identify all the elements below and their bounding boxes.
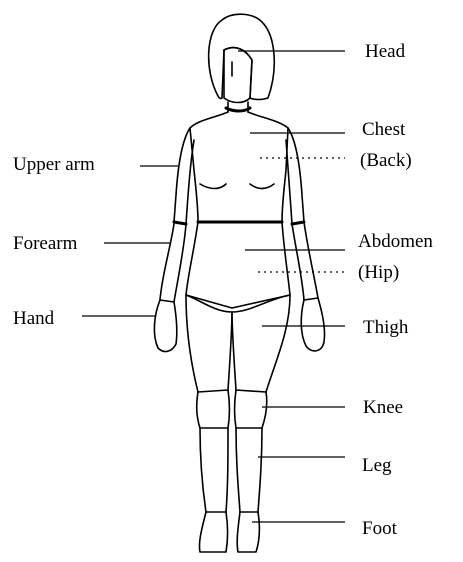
label-hand: Hand [13, 309, 54, 328]
elbow-left [174, 222, 186, 224]
breast-right [250, 184, 274, 189]
label-knee: Knee [363, 398, 403, 417]
label-upper-arm: Upper arm [13, 155, 95, 174]
thigh-left [186, 295, 232, 392]
label-thigh: Thigh [363, 318, 408, 337]
foot-left [199, 512, 227, 552]
hand-left [154, 300, 176, 351]
label-abdomen: Abdomen [358, 232, 433, 251]
knee-right [235, 390, 267, 428]
label-forearm: Forearm [13, 234, 77, 253]
hip-line [186, 295, 290, 312]
forearm-left [160, 224, 186, 302]
label-leg: Leg [362, 456, 392, 475]
label-foot: Foot [362, 519, 397, 538]
label-back: (Back) [360, 151, 412, 170]
thigh-right [232, 295, 290, 392]
foot-right [237, 512, 259, 552]
forearm-right [292, 222, 318, 300]
hand-right [301, 298, 324, 351]
label-chest: Chest [362, 120, 405, 139]
abdomen-outline [186, 222, 290, 308]
hair-outline [209, 14, 275, 99]
leg-left [200, 428, 228, 512]
leg-right [236, 428, 262, 512]
neck-joint [226, 108, 250, 111]
breast-left [200, 184, 226, 189]
label-head: Head [365, 42, 405, 61]
knee-left [197, 390, 230, 428]
face-outline [224, 48, 252, 103]
upper-arm-right [286, 128, 304, 224]
chest-outline [190, 112, 288, 222]
elbow-right [292, 222, 304, 224]
label-hip: (Hip) [358, 263, 399, 282]
